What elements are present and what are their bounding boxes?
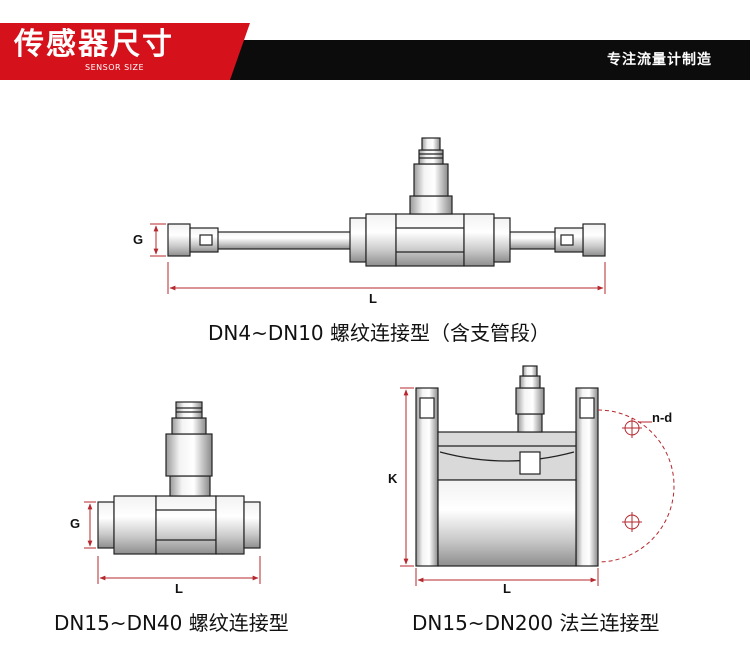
dim-label-nd: n-d: [652, 410, 673, 425]
end-fitting-right: [582, 223, 606, 257]
sensor-head-top: [413, 163, 449, 197]
section-subtitle: SENSOR SIZE: [85, 63, 145, 72]
dimensions-bottom-right: [400, 387, 599, 586]
sensor-body-bottom-left: [155, 495, 217, 555]
header-red-tab: [0, 23, 250, 80]
drawing-bottom-right-flanged: [415, 365, 599, 567]
drawing-top-threaded-with-pipes: [167, 137, 606, 267]
caption-top: DN4~DN10 螺纹连接型（含支管段）: [208, 321, 551, 345]
dim-label-g-bottom-left: G: [70, 516, 81, 531]
sensor-head-bottom-right: [515, 387, 545, 415]
dimensions-bottom-left: [84, 501, 261, 584]
sensor-body-top: [395, 213, 465, 267]
dimensions-top: [150, 223, 606, 294]
header-slogan: 专注流量计制造: [607, 52, 712, 68]
header-banner: 传感器尺寸 SENSOR SIZE 专注流量计制造: [0, 0, 750, 88]
sensor-head-bottom-left: [165, 433, 213, 477]
end-fitting-left: [167, 223, 191, 257]
dim-label-l-bottom-right: L: [503, 581, 511, 596]
dim-label-k-bottom-right: K: [388, 471, 398, 486]
caption-bottom-left: DN15~DN40 螺纹连接型: [54, 611, 289, 635]
dim-label-g-top: G: [133, 232, 144, 247]
caption-bottom-right: DN15~DN200 法兰连接型: [412, 611, 660, 635]
section-title: 传感器尺寸: [14, 27, 174, 62]
sensor-body-bottom-right: [437, 479, 577, 567]
drawing-bottom-left-threaded: [97, 401, 261, 555]
dim-label-l-top: L: [369, 291, 377, 306]
bolt-circle-view: [597, 409, 675, 563]
dim-label-l-bottom-left: L: [175, 581, 183, 596]
